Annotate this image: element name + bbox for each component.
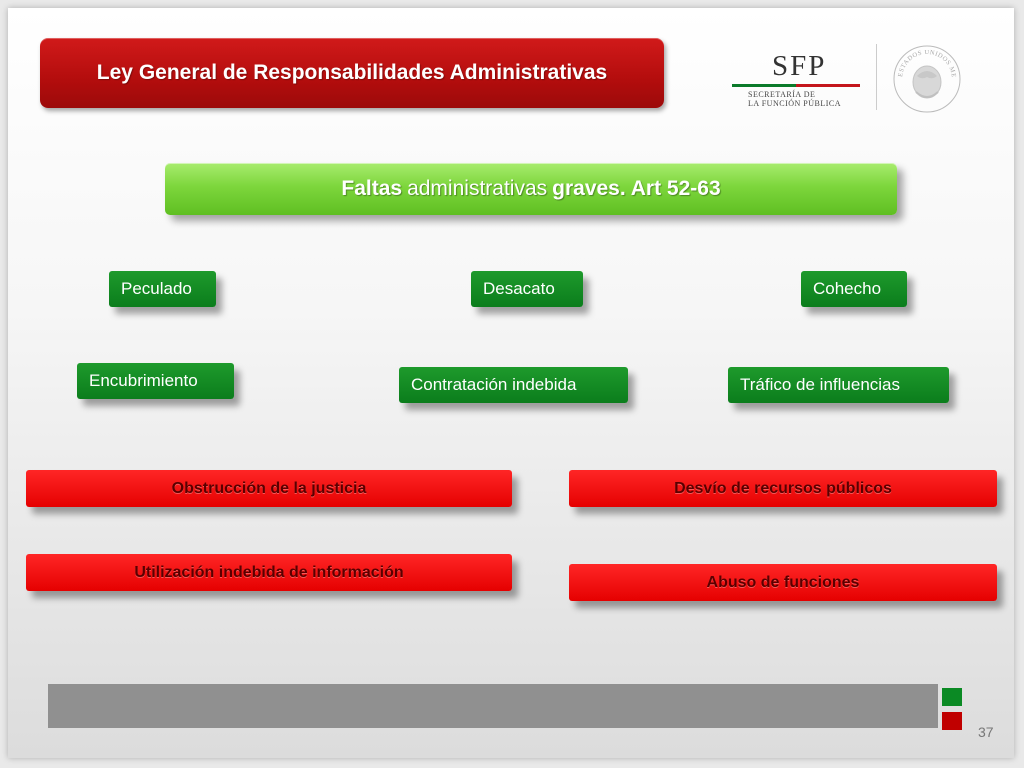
item-label: Obstrucción de la justicia (171, 479, 367, 497)
header-part2: administrativas (407, 177, 548, 200)
item-label: Desvío de recursos públicos (674, 479, 892, 497)
sfp-logo-subtitle: SECRETARÍA DE LA FUNCIÓN PÚBLICA (748, 90, 848, 108)
footer-bar (48, 684, 938, 728)
sfp-logo-stripe (732, 84, 860, 87)
item-encubrimiento: Encubrimiento (77, 363, 234, 399)
item-desacato: Desacato (471, 271, 583, 307)
item-label: Contratación indebida (411, 375, 577, 394)
title-banner: Ley General de Responsabilidades Adminis… (40, 38, 664, 108)
page-number: 37 (978, 724, 994, 740)
item-obstruccion-de-la-justicia: Obstrucción de la justicia (26, 470, 512, 507)
sfp-subtitle-line2: LA FUNCIÓN PÚBLICA (748, 99, 842, 108)
page-title: Ley General de Responsabilidades Adminis… (96, 61, 608, 84)
item-cohecho: Cohecho (801, 271, 907, 307)
item-trafico-de-influencias: Tráfico de influencias (728, 367, 949, 403)
item-abuso-de-funciones: Abuso de funciones (569, 564, 997, 601)
item-label: Encubrimiento (89, 371, 198, 390)
item-label: Cohecho (813, 279, 882, 298)
footer-red-square (942, 712, 962, 730)
item-label: Desacato (483, 279, 555, 298)
sfp-logo: SFP SECRETARÍA DE LA FUNCIÓN PÚBLICA EST… (732, 44, 1002, 114)
header-part3: graves. Art 52-63 (552, 177, 721, 200)
sfp-subtitle-line1: SECRETARÍA DE (748, 90, 816, 99)
item-label: Tráfico de influencias (740, 375, 901, 394)
sfp-logo-text: SFP (772, 50, 827, 82)
item-contratacion-indebida: Contratación indebida (399, 367, 628, 403)
faltas-graves-header: Faltas administrativas graves. Art 52-63 (165, 163, 897, 215)
item-label: Abuso de funciones (706, 573, 860, 591)
mexican-coat-of-arms-seal-icon: ESTADOS UNIDOS MEXICANOS (892, 44, 961, 113)
logo-divider (876, 44, 877, 110)
item-desvio-de-recursos-publicos: Desvío de recursos públicos (569, 470, 997, 507)
item-utilizacion-indebida-de-informacion: Utilización indebida de información (26, 554, 512, 591)
item-label: Peculado (121, 279, 192, 298)
footer-green-square (942, 688, 962, 706)
item-peculado: Peculado (109, 271, 216, 307)
header-part1: Faltas (341, 177, 403, 200)
item-label: Utilización indebida de información (134, 563, 404, 581)
